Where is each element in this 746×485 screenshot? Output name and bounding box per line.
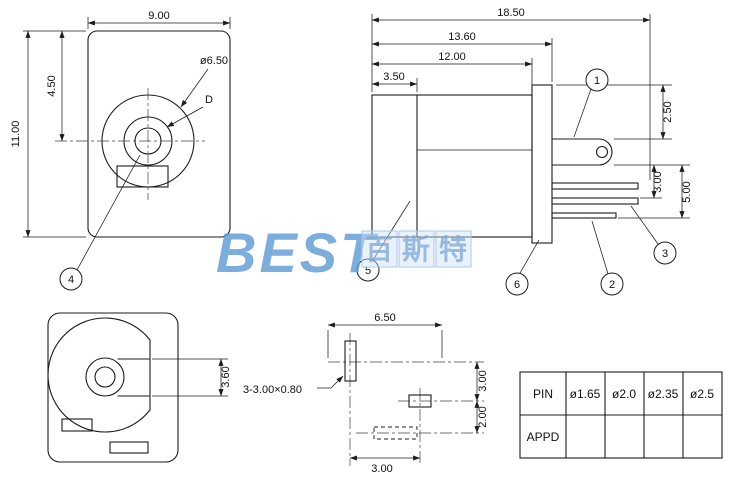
side-flange [531,84,553,244]
side-pin-1 [551,182,639,190]
balloon-5-text: 5 [365,265,371,277]
label-hole-diameter: ø6.50 [180,55,228,108]
dim-front-height: 11.00 [10,30,86,238]
dim-bl-slot-text: 3.60 [220,366,232,387]
spec-row-pin-label: PIN [533,387,553,401]
balloon-3-circle [653,241,677,265]
dim-side-front-text: 3.50 [383,71,404,83]
dim-pl-v2-text: 2.00 [477,406,489,427]
balloon-2-text: 2 [609,279,615,291]
pl-pin-1 [344,340,357,382]
dim-front-width: 9.00 [87,10,231,29]
d-label-text: D [205,94,213,106]
watermark-box-2 [398,230,435,268]
balloon-4-text: 4 [68,274,74,286]
dim-side-front: 3.50 [371,71,418,92]
watermark-box-3 [435,230,472,268]
spec-pin-value-2: ø2.0 [612,387,636,401]
side-tab-hole [595,145,609,159]
spec-pin-value-4: ø2.5 [690,387,714,401]
bl-middle-circle [85,357,125,397]
spec-table: PIN ø1.65 ø2.0 ø2.35 ø2.5 APPD [519,371,723,459]
side-lock-tab [551,138,613,166]
dim-side-body: 12.00 [371,51,533,92]
spec-pin-value-3: ø2.35 [648,387,679,401]
bl-slot-2 [109,441,149,454]
spec-row-appd-label: APPD [527,430,560,444]
balloon-2-circle [600,272,624,296]
hole-diameter-text: ø6.50 [200,55,228,67]
watermark-cjk-3: 特 [439,233,467,266]
balloon-6: 6 [505,239,540,296]
dim-pl-span-text: 6.50 [374,312,395,324]
dim-bl-slot: 3.60 [152,358,232,397]
front-view: 9.00 11.00 4.50 ø6.50 D 4 [10,10,231,291]
dim-pl-h-text: 3.00 [371,463,392,475]
dim-pl-span: 6.50 [327,312,443,358]
balloon-4: 4 [59,154,141,291]
pl-note: 3-3.00×0.80 [243,375,344,396]
pin-layout-view: 6.50 3.00 2.00 3.00 3-3.00×0.80 [243,312,489,475]
pl-pin-2 [408,394,432,408]
bl-barrel-dshape [47,317,151,433]
balloon-3-text: 3 [662,248,668,260]
balloon-1-text: 1 [594,75,600,87]
dim-front-center-offset: 4.50 [46,30,65,142]
balloon-2: 2 [591,220,624,296]
dim-side-tab-text: 2.50 [662,101,674,122]
dim-side-pin-gap-text: 3.00 [652,171,664,192]
dim-front-width-text: 9.00 [148,10,169,22]
dim-side-pin-span: 5.00 [618,164,693,219]
watermark-logo-text: BEST [216,221,379,284]
dim-side-total: 18.50 [371,7,651,180]
balloon-1-circle [585,68,609,92]
dim-side-pin-gap: 3.00 [614,164,690,199]
balloon-3: 3 [630,205,677,265]
bl-slot-1 [61,418,93,432]
watermark-box-1 [361,230,398,268]
front-slot [116,165,169,188]
bottom-left-view: 3.60 [47,312,232,463]
dim-side-body-text: 12.00 [438,51,466,63]
dim-side-tab: 2.50 [556,84,674,140]
dim-pl-h: 3.00 [349,455,421,475]
balloon-6-circle [505,272,529,296]
dim-pl-v1-text: 3.00 [477,370,489,391]
balloon-4-circle [59,267,83,291]
dim-pl-v2: 2.00 [474,400,489,434]
pl-note-text: 3-3.00×0.80 [243,384,302,396]
dim-side-pin-span-text: 5.00 [681,181,693,202]
front-body-outline [87,30,231,238]
spec-pin-value-1: ø1.65 [570,387,601,401]
label-d: D [166,94,213,128]
side-pin-2 [551,197,639,205]
side-pin-3 [551,212,617,219]
dim-side-total-text: 18.50 [497,7,525,19]
bl-body-outline [47,312,179,463]
balloon-6-text: 6 [514,279,520,291]
watermark-cjk-1: 百 [365,233,393,266]
dim-side-mid-text: 13.60 [448,31,476,43]
balloon-1: 1 [573,68,609,138]
dim-side-mid: 13.60 [371,31,553,82]
dim-front-height-text: 11.00 [10,121,22,148]
dim-pl-v1: 3.00 [474,361,489,402]
dim-front-center-text: 4.50 [46,75,58,96]
bl-inner-circle [94,366,116,388]
watermark: BEST 百 斯 特 [216,221,472,284]
pl-pin-3-hidden [373,426,418,440]
watermark-cjk-2: 斯 [402,233,430,266]
